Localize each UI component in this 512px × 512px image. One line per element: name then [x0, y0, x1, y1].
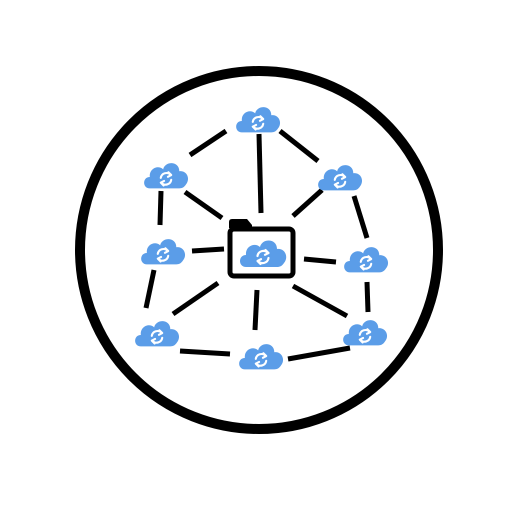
- network-link: [188, 128, 228, 158]
- cloud-sync-icon: [240, 240, 287, 267]
- cloud-shape: [344, 247, 389, 273]
- cloud-sync-icon: [344, 247, 389, 273]
- sync-arrows-icon: [251, 115, 265, 131]
- cloud-sync-icon: [135, 321, 180, 347]
- cloud-shape: [236, 107, 281, 133]
- sync-arrows-icon: [156, 247, 170, 263]
- cloud-shape: [239, 344, 284, 370]
- network-link: [143, 269, 157, 309]
- network-link: [351, 195, 370, 239]
- cloud-nodes: [135, 107, 389, 370]
- cloud-shape: [144, 163, 189, 189]
- cloud-shape: [135, 321, 180, 347]
- outer-ring: [75, 66, 443, 434]
- network-link: [291, 283, 349, 319]
- cloud-sync-icon: [318, 165, 363, 191]
- cloud-shape: [343, 320, 388, 346]
- cloud-sync-icon: [236, 107, 281, 133]
- network-link: [364, 281, 371, 313]
- network-link: [287, 345, 351, 362]
- sync-arrows-icon: [333, 173, 347, 189]
- sync-arrows-icon: [359, 255, 373, 271]
- sync-arrows-icon: [159, 171, 173, 187]
- folder-tab: [229, 219, 252, 228]
- network-links: [143, 128, 371, 362]
- cloud-sync-icon: [343, 320, 388, 346]
- network-link: [278, 129, 320, 163]
- network-link: [157, 190, 164, 226]
- network-link: [179, 348, 231, 357]
- network-link: [303, 256, 337, 265]
- network-link: [256, 133, 264, 214]
- network-link: [191, 246, 225, 254]
- cloud-shape: [240, 240, 287, 267]
- network-link: [252, 289, 260, 331]
- folder-icon: [227, 219, 296, 279]
- network-link: [183, 189, 224, 221]
- cloud-sync-icon: [239, 344, 284, 370]
- sync-arrows-icon: [358, 328, 372, 344]
- sync-arrows-icon: [256, 248, 270, 266]
- cloud-shape: [141, 239, 186, 265]
- sync-arrows-icon: [254, 352, 268, 368]
- cloud-shape: [318, 165, 363, 191]
- network-link: [171, 280, 220, 317]
- cloud-sync-icon: [144, 163, 189, 189]
- cloud-sync-icon: [141, 239, 186, 265]
- network-link: [291, 188, 324, 218]
- sync-arrows-icon: [150, 329, 164, 345]
